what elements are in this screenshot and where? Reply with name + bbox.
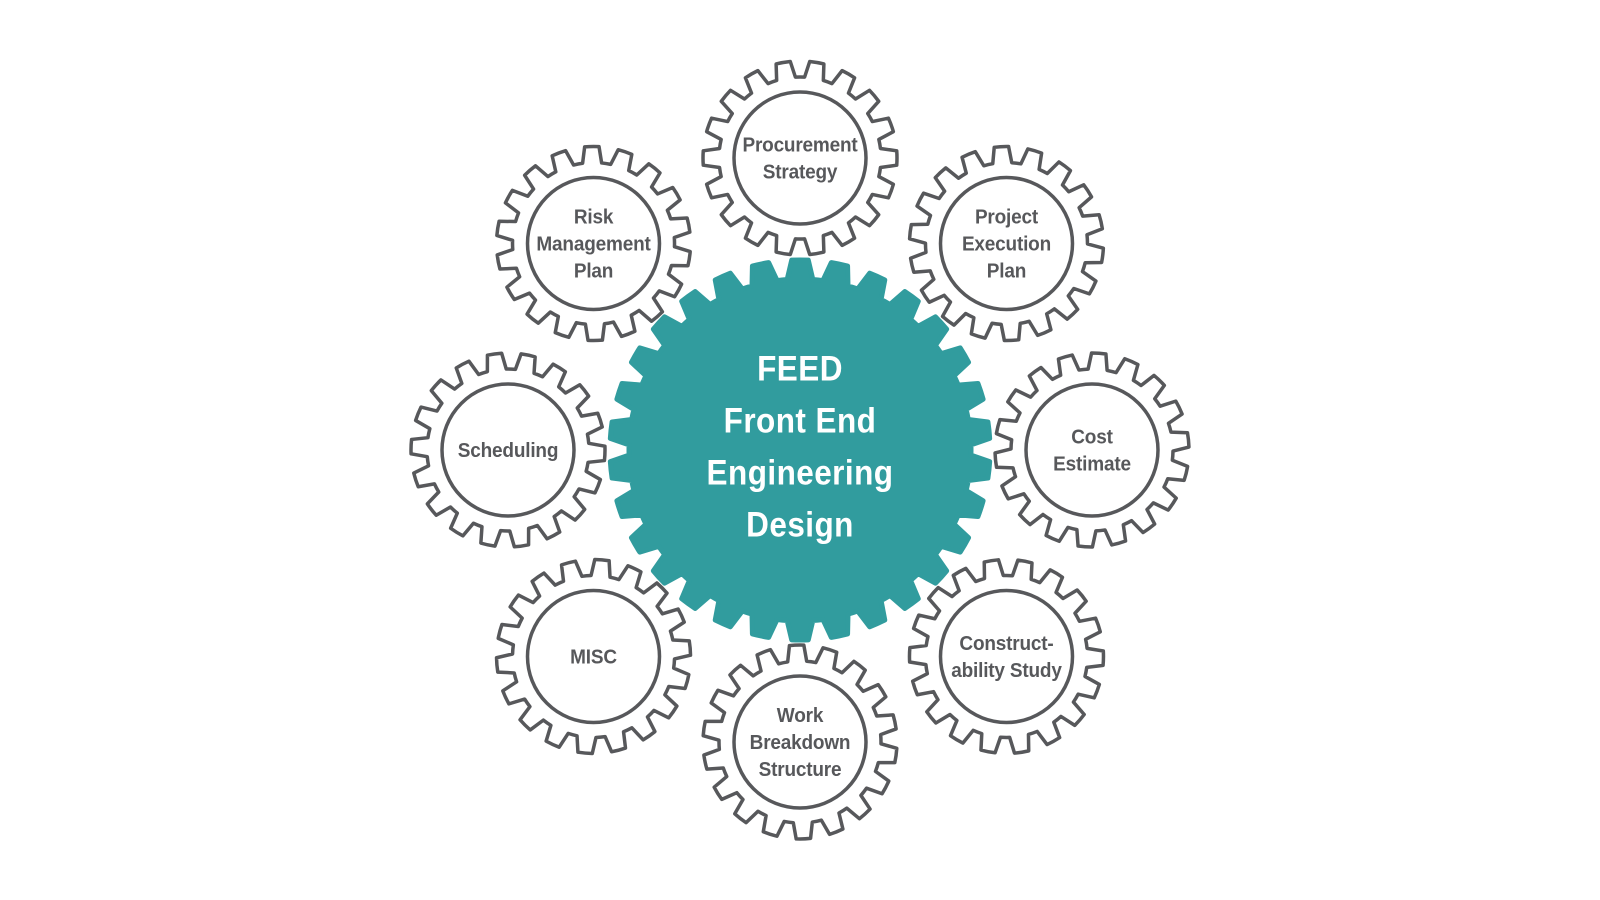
gear-scheduling: Scheduling bbox=[409, 351, 607, 549]
gear-risk-management-plan-label-line-3: Plan bbox=[574, 260, 613, 283]
gear-scheduling-label-line-1: Scheduling bbox=[458, 440, 558, 463]
gear-constructability-study-label-line-2: ability Study bbox=[951, 660, 1062, 683]
gear-inner-circle bbox=[938, 588, 1075, 725]
gear-inner-circle bbox=[1024, 382, 1160, 518]
gear-inner-circle bbox=[440, 382, 576, 518]
gear-procurement-strategy-label-line-1: Procurement bbox=[742, 134, 858, 157]
gear-project-execution-plan-label-line-3: Plan bbox=[987, 260, 1026, 283]
center-gear-label-line-4: Design bbox=[746, 506, 854, 545]
gear-inner-circle bbox=[732, 674, 868, 810]
gear-inner-circle bbox=[938, 175, 1075, 312]
gear-work-breakdown-structure-label-line-2: Breakdown bbox=[750, 732, 851, 755]
gear-constructability-study: Construct-ability Study bbox=[907, 558, 1106, 755]
gear-cost-estimate-label-line-1: Cost bbox=[1071, 426, 1113, 449]
center-gear-label-line-1: FEED bbox=[757, 350, 843, 389]
center-gear-label-line-3: Engineering bbox=[707, 454, 894, 493]
gear-inner-circle bbox=[525, 588, 662, 725]
gear-misc: MISC bbox=[494, 557, 693, 756]
center-gear-shape bbox=[607, 257, 993, 643]
center-gear-label-line-2: Front End bbox=[724, 402, 877, 441]
gear-inner-circle bbox=[732, 90, 868, 226]
gear-work-breakdown-structure-label-line-1: Work bbox=[777, 705, 824, 728]
gear-risk-management-plan-label-line-1: Risk bbox=[574, 206, 614, 229]
gear-project-execution-plan-label-line-1: Project bbox=[975, 206, 1039, 229]
gear-constructability-study-label-line-1: Construct- bbox=[959, 633, 1053, 656]
gear-misc-label-line-1: MISC bbox=[570, 646, 617, 669]
gear-risk-management-plan-label-line-2: Management bbox=[536, 233, 651, 256]
gear-procurement-strategy-label-line-2: Strategy bbox=[763, 161, 838, 184]
gear-work-breakdown-structure-label-line-3: Structure bbox=[759, 759, 842, 782]
gear-cost-estimate-label-line-2: Estimate bbox=[1053, 453, 1131, 476]
gear-inner-circle bbox=[525, 175, 662, 312]
gear-project-execution-plan-label-line-2: Execution bbox=[962, 233, 1051, 256]
